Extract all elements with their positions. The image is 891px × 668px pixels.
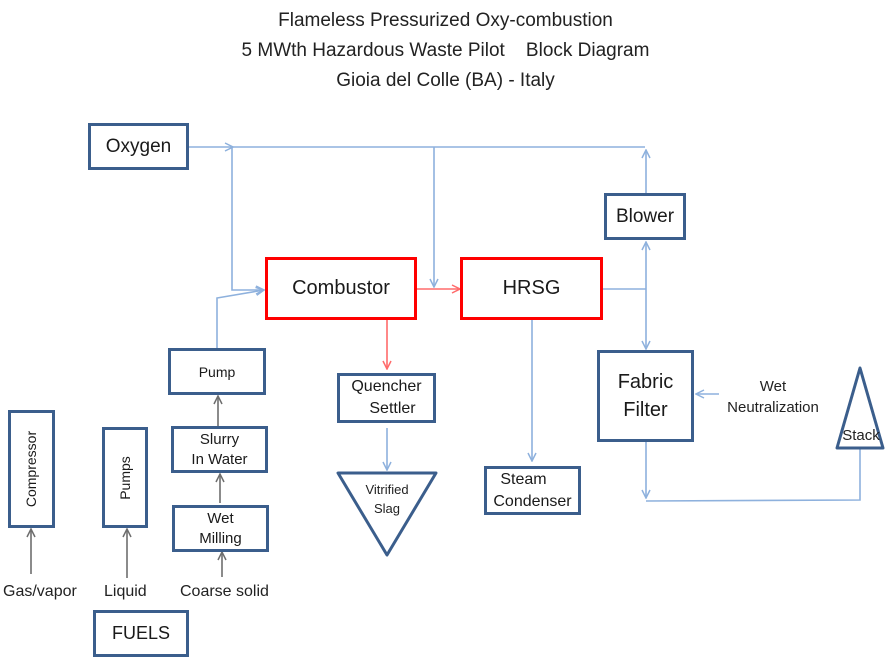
oxygen-label: Oxygen bbox=[105, 135, 172, 157]
oxygen-block[interactable]: Oxygen bbox=[88, 123, 189, 170]
blower-block[interactable]: Blower bbox=[604, 193, 686, 240]
oxygen-to-combustor-line bbox=[231, 147, 264, 290]
compressor-label: Compressor bbox=[23, 430, 40, 508]
pump-label: Pump bbox=[198, 363, 236, 380]
fabric-filter-label-2: Filter bbox=[623, 399, 668, 421]
vitrified-slag-triangle bbox=[336, 471, 438, 557]
slurry-label-1: Slurry bbox=[199, 430, 240, 448]
vitrified-label-2: Slag bbox=[373, 501, 401, 516]
steam-label-2: Condenser bbox=[493, 492, 572, 510]
compressor-block[interactable]: Compressor bbox=[8, 410, 55, 528]
blower-label: Blower bbox=[615, 205, 675, 227]
fuels-block[interactable]: FUELS bbox=[93, 610, 189, 657]
wet-label-1: Wet bbox=[759, 378, 787, 395]
fabric-filter-label-1: Fabric bbox=[617, 371, 674, 393]
liquid-label: Liquid bbox=[104, 583, 147, 600]
milling-label-1: Wet bbox=[207, 509, 234, 527]
combustor-label: Combustor bbox=[292, 277, 390, 299]
stack-label: Stack bbox=[842, 427, 880, 444]
stack-triangle bbox=[835, 366, 885, 450]
pump-block[interactable]: Pump bbox=[168, 348, 266, 395]
title-line-1: Flameless Pressurized Oxy-combustion bbox=[278, 10, 613, 31]
fuels-label: FUELS bbox=[111, 623, 171, 643]
pumps-block[interactable]: Pumps bbox=[102, 427, 148, 528]
pumps-label: Pumps bbox=[117, 455, 134, 500]
quencher-label-2: Settler bbox=[369, 400, 416, 417]
gas-vapor-label: Gas/vapor bbox=[3, 583, 77, 600]
steam-condenser-block[interactable]: Steam Condenser bbox=[484, 466, 581, 515]
wet-label-2: Neutralization bbox=[727, 399, 819, 416]
title-line-3: Gioia del Colle (BA) - Italy bbox=[336, 70, 555, 91]
milling-label-2: Milling bbox=[199, 529, 242, 547]
quencher-label-1: Quencher bbox=[351, 378, 422, 395]
wet-neutralization-label: Wet Neutralization bbox=[718, 376, 828, 418]
vitrified-slag-label: Vitrified Slag bbox=[347, 480, 427, 518]
fabric-filter-block[interactable]: Fabric Filter bbox=[597, 350, 694, 442]
slurry-in-water-block[interactable]: Slurry In Water bbox=[171, 426, 268, 473]
hrsg-block[interactable]: HRSG bbox=[460, 257, 603, 320]
quencher-settler-block[interactable]: Quencher Settler bbox=[337, 373, 436, 423]
pump-to-combustor-line bbox=[216, 290, 264, 348]
slurry-label-2: In Water bbox=[191, 450, 248, 468]
coarse-solid-label: Coarse solid bbox=[180, 583, 269, 600]
title-line-2: 5 MWth Hazardous Waste Pilot Block Diagr… bbox=[241, 40, 650, 61]
hrsg-label: HRSG bbox=[502, 277, 561, 299]
vitrified-label-1: Vitrified bbox=[365, 482, 409, 497]
stack-return-line bbox=[645, 448, 861, 502]
wet-milling-block[interactable]: Wet Milling bbox=[172, 505, 269, 552]
steam-label-1: Steam bbox=[500, 470, 547, 488]
combustor-block[interactable]: Combustor bbox=[265, 257, 417, 320]
